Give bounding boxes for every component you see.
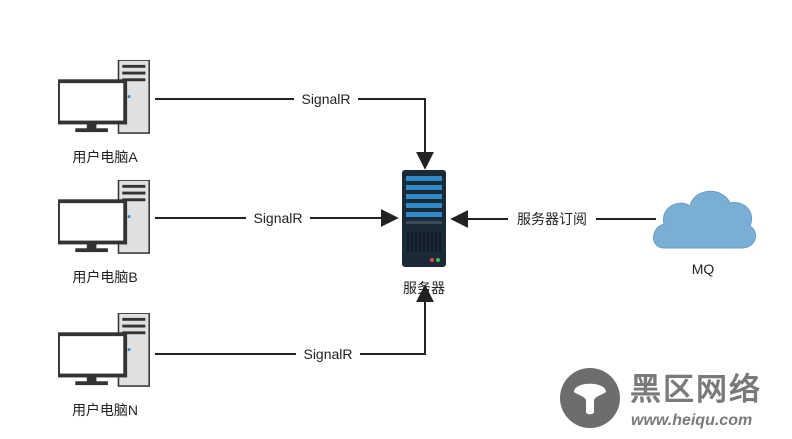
client-n-label: 用户电脑N [72,402,138,418]
client-b-label: 用户电脑B [72,269,137,285]
edge-client-a-server [155,98,434,170]
edge-label-b: SignalR [253,210,302,226]
client-n: 用户电脑N [58,313,152,418]
server-rack-icon [402,170,446,267]
edge-label-mq: 服务器订阅 [517,211,587,227]
watermark: 黑区网络 www.heiqu.com [560,368,762,429]
edge-label-a: SignalR [301,91,350,107]
desktop-computer-icon [58,60,152,135]
server-node: 服务器 [402,170,446,296]
edge-labels: SignalR SignalR SignalR 服务器订阅 [246,90,596,363]
mq-node: MQ [653,190,757,277]
desktop-computer-icon [58,180,152,255]
server-label: 服务器 [403,280,445,296]
watermark-logo-icon [560,368,620,428]
cloud-icon [653,190,757,249]
mq-label: MQ [692,261,715,277]
edge-label-n: SignalR [303,346,352,362]
connectors [155,98,656,355]
edge-client-n-server [155,284,434,355]
client-a-label: 用户电脑A [72,149,138,165]
watermark-cn: 黑区网络 [630,372,762,407]
client-b: 用户电脑B [58,180,152,285]
desktop-computer-icon [58,313,152,388]
watermark-url: www.heiqu.com [631,412,752,429]
client-a: 用户电脑A [58,60,152,165]
